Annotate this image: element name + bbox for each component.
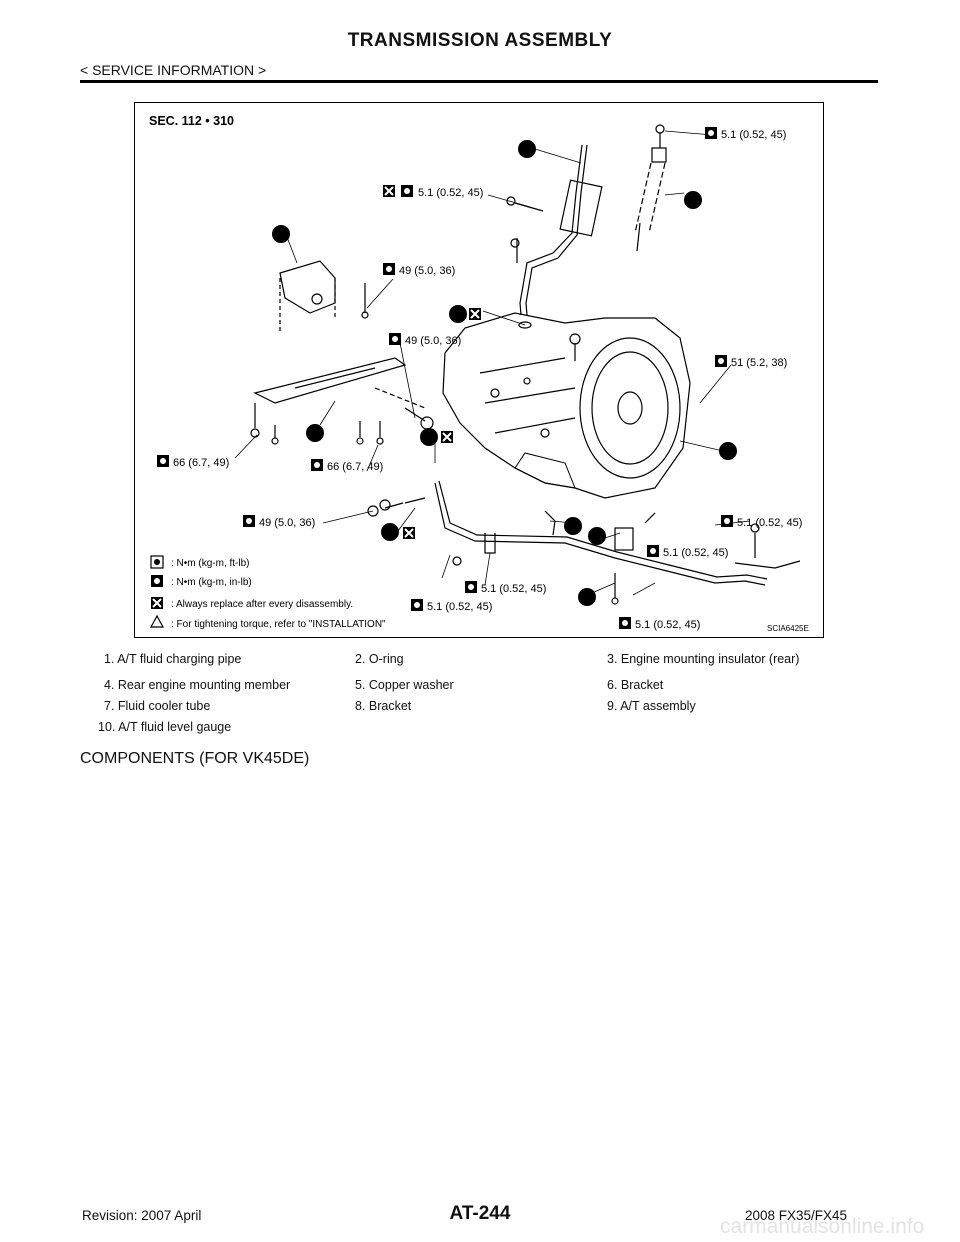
legend-item: 5. Copper washer (355, 678, 454, 692)
level-gauge-drawing (634, 124, 667, 252)
replace-cross-icon (151, 597, 163, 609)
callout-7: 7 (578, 588, 596, 606)
svg-text:8: 8 (594, 531, 601, 543)
legend-item: 3. Engine mounting insulator (rear) (607, 652, 800, 666)
svg-text:10: 10 (687, 196, 699, 207)
legend-item: 4. Rear engine mounting member (104, 678, 291, 692)
replace-cross-icon (441, 431, 453, 443)
at-assembly-drawing (442, 312, 691, 499)
legend-row: 7. Fluid cooler tube 8. Bracket 9. A/T a… (104, 699, 884, 719)
torque-member-left: 66 (6.7, 49) (173, 457, 229, 469)
torque-pipe-bolt: 5.1 (0.52, 45) (418, 187, 483, 199)
watermark: carmanualsonline.info (720, 1215, 925, 1238)
legend-item: 10. A/T fluid level gauge (98, 720, 232, 734)
legend-item: 6. Bracket (607, 678, 664, 692)
torque-tube-bottom: 5.1 (0.52, 45) (635, 619, 700, 631)
triangle-icon (149, 614, 165, 628)
wrench-icon (383, 263, 395, 275)
replace-cross-icon (403, 527, 415, 539)
legend-row: 1. A/T fluid charging pipe 2. O-ring 3. … (104, 652, 884, 672)
torque-labels: 5.1 (0.52, 45) 5.1 (0.52, 45) 49 (5.0, 3… (173, 129, 802, 631)
wrench-icon (401, 185, 413, 197)
callout-1: 1 (518, 140, 536, 158)
wrench-icon (705, 127, 717, 139)
page-title: TRANSMISSION ASSEMBLY (347, 30, 613, 51)
key-installation: : For tightening torque, refer to "INSTA… (171, 619, 386, 630)
callout-8: 8 (588, 527, 606, 545)
wrench-icon (157, 455, 169, 467)
key-replace: : Always replace after every disassembly… (171, 599, 353, 610)
wrench-icon (389, 333, 401, 345)
wrench-icon (311, 459, 323, 471)
exploded-diagram: SEC. 112 • 310 (134, 102, 824, 638)
wrench-icon (715, 355, 727, 367)
torque-symbols (157, 127, 733, 629)
legend-item: 2. O-ring (355, 652, 404, 666)
cooler-tube-drawing (367, 333, 801, 605)
torque-converter: 51 (5.2, 38) (731, 357, 787, 369)
footer-revision: Revision: 2007 April (82, 1208, 202, 1223)
legend-row: 4. Rear engine mounting member 5. Copper… (104, 678, 884, 698)
torque-insulator-lower: 49 (5.0, 36) (405, 335, 461, 347)
symbol-key: : N•m (kg-m, ft-lb) : N•m (kg-m, in-lb) … (149, 555, 386, 630)
figure-code: SCIA6425E (767, 624, 809, 633)
legend-row: 10. A/T fluid level gauge (98, 720, 884, 740)
callout-5b: 5 (381, 523, 399, 541)
svg-text:7: 7 (584, 592, 590, 604)
wrench-icon (647, 545, 659, 557)
legend-item: 7. Fluid cooler tube (104, 699, 211, 713)
section-label: < SERVICE INFORMATION > (80, 62, 267, 78)
callout-3: 3 (272, 225, 290, 243)
svg-text:5: 5 (387, 527, 394, 539)
replace-cross-icon (469, 308, 481, 320)
header-rule (80, 80, 878, 83)
legend-item: 8. Bracket (355, 699, 412, 713)
torque-tube-center: 5.1 (0.52, 45) (481, 583, 546, 595)
wrench-icon (721, 515, 733, 527)
torque-gauge-top: 5.1 (0.52, 45) (721, 129, 786, 141)
svg-text:1: 1 (524, 144, 531, 156)
replace-cross-icon (383, 185, 395, 197)
wrench-icon (411, 599, 423, 611)
key-nm-inlb: : N•m (kg-m, in-lb) (171, 577, 252, 588)
svg-text:5: 5 (426, 432, 433, 444)
wrench-icon (619, 617, 631, 629)
svg-text:9: 9 (725, 446, 731, 458)
components-heading: COMPONENTS (FOR VK45DE) (80, 750, 310, 767)
callout-5a: 5 (420, 428, 438, 446)
svg-text:3: 3 (278, 229, 284, 241)
wrench-icon (150, 555, 164, 569)
mounting-drawing (250, 260, 434, 445)
callout-2: 2 (449, 305, 467, 323)
torque-member-right: 66 (6.7, 49) (327, 461, 383, 473)
callout-6: 6 (564, 517, 582, 535)
page-number: AT-244 (449, 1203, 511, 1224)
charging-pipe-drawing (506, 144, 603, 329)
wrench-icon (465, 581, 477, 593)
callouts: 1 2 3 4 5 5 6 7 8 9 10 (272, 140, 737, 606)
torque-bracket-right: 5.1 (0.52, 45) (737, 517, 802, 529)
legend-item: 9. A/T assembly (607, 699, 696, 713)
wrench-icon (243, 515, 255, 527)
torque-tube-left: 5.1 (0.52, 45) (427, 601, 492, 613)
torque-bracket8: 5.1 (0.52, 45) (663, 547, 728, 559)
key-nm-ftlb: : N•m (kg-m, ft-lb) (171, 558, 250, 569)
diagram-svg: SEC. 112 • 310 (149, 114, 809, 633)
footer-model: 2008 FX35/FX45 (745, 1208, 848, 1223)
callout-4: 4 (306, 424, 324, 442)
svg-text:6: 6 (570, 521, 576, 533)
torque-banjo: 49 (5.0, 36) (259, 517, 315, 529)
callout-9: 9 (719, 442, 737, 460)
torque-insulator-upper: 49 (5.0, 36) (399, 265, 455, 277)
wrench-icon (151, 575, 163, 587)
callout-10: 10 (684, 191, 702, 209)
sec-label: SEC. 112 • 310 (149, 114, 234, 128)
svg-text:4: 4 (312, 428, 319, 440)
svg-text:2: 2 (455, 309, 461, 321)
legend-item: 1. A/T fluid charging pipe (104, 652, 242, 666)
